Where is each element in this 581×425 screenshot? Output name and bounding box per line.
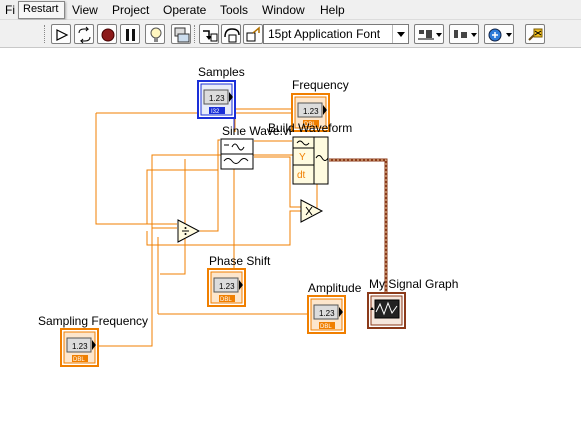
chevron-down-icon xyxy=(392,25,408,43)
frequency-terminal[interactable]: 1.23 DBL xyxy=(291,93,331,136)
amplitude-label: Amplitude xyxy=(308,281,362,295)
svg-text:DBL: DBL xyxy=(73,357,85,363)
svg-text:Y: Y xyxy=(299,152,306,163)
font-select[interactable]: 15pt Application Font xyxy=(263,24,409,44)
amplitude-terminal[interactable]: 1.23 DBL xyxy=(307,295,347,338)
svg-text:I32: I32 xyxy=(211,109,220,115)
pause-icon xyxy=(126,29,135,41)
waveform-graph-terminal-icon xyxy=(367,292,406,329)
distribute-objects-button[interactable] xyxy=(449,24,479,44)
multiply-node[interactable] xyxy=(300,199,324,226)
highlight-execution-button[interactable] xyxy=(145,24,165,44)
retain-wire-values-icon xyxy=(174,27,190,43)
menu-window[interactable]: Window xyxy=(262,3,305,17)
divide-icon xyxy=(177,219,201,243)
distribute-objects-icon xyxy=(454,30,477,38)
align-objects-icon xyxy=(418,30,442,40)
svg-text:1.23: 1.23 xyxy=(72,342,88,351)
samples-label: Samples xyxy=(198,65,245,79)
block-diagram[interactable]: Samples 1.23 I32 Frequency 1.23 DBL Buil… xyxy=(0,49,581,425)
build-waveform-label: Build Waveform xyxy=(268,121,353,135)
phase-shift-terminal[interactable]: 1.23 DBL xyxy=(207,268,247,311)
tooltip: Restart xyxy=(18,1,65,19)
menu-project[interactable]: Project xyxy=(112,3,150,17)
samples-terminal[interactable]: 1.23 I32 xyxy=(197,80,237,123)
dbl-control-terminal-icon: 1.23 DBL xyxy=(60,328,99,367)
dbl-control-terminal-icon: 1.23 DBL xyxy=(207,268,246,307)
highlight-execution-icon xyxy=(150,27,162,42)
svg-text:DBL: DBL xyxy=(220,297,232,303)
toolbar-grip xyxy=(44,25,47,43)
step-over-icon xyxy=(224,28,240,43)
run-button[interactable] xyxy=(51,24,71,44)
multiply-icon xyxy=(300,199,324,223)
menu-file[interactable]: Fi xyxy=(5,3,15,17)
pause-button[interactable] xyxy=(120,24,140,44)
frequency-label: Frequency xyxy=(292,78,349,92)
cleanup-diagram-button[interactable] xyxy=(525,24,545,44)
run-continuously-icon xyxy=(78,26,91,44)
menu-tools[interactable]: Tools xyxy=(220,3,249,17)
sine-wave-label: Sine Wave.vi xyxy=(222,124,292,138)
dbl-control-terminal-icon: 1.23 DBL xyxy=(291,93,330,132)
svg-text:dt: dt xyxy=(297,170,306,181)
step-into-button[interactable] xyxy=(199,24,219,44)
svg-text:DBL: DBL xyxy=(304,122,316,128)
sampling-frequency-terminal[interactable]: 1.23 DBL xyxy=(60,328,100,371)
svg-text:1.23: 1.23 xyxy=(319,309,335,318)
dbl-control-terminal-icon: 1.23 DBL xyxy=(307,295,346,334)
abort-button[interactable] xyxy=(97,24,117,44)
reorder-icon xyxy=(488,28,512,42)
menu-view[interactable]: View xyxy=(72,3,98,17)
build-waveform-node[interactable]: Y dt xyxy=(292,136,330,189)
sampling-frequency-label: Sampling Frequency xyxy=(38,314,149,328)
sine-wave-icon xyxy=(220,138,254,170)
menu-operate[interactable]: Operate xyxy=(163,3,207,17)
svg-text:1.23: 1.23 xyxy=(209,94,225,103)
divide-node[interactable] xyxy=(177,219,201,246)
abort-icon xyxy=(101,28,115,42)
font-select-value: 15pt Application Font xyxy=(268,27,381,41)
toolbar: 15pt Application Font xyxy=(0,20,581,48)
build-waveform-icon: Y dt xyxy=(292,136,329,185)
cleanup-diagram-icon xyxy=(528,28,543,41)
retain-wire-values-button[interactable] xyxy=(171,24,191,44)
step-out-button[interactable] xyxy=(243,24,263,44)
run-continuously-button[interactable] xyxy=(74,24,94,44)
svg-text:DBL: DBL xyxy=(320,324,332,330)
step-over-button[interactable] xyxy=(221,24,241,44)
toolbar-grip xyxy=(194,25,197,43)
phase-shift-label: Phase Shift xyxy=(209,254,271,268)
align-objects-button[interactable] xyxy=(414,24,444,44)
reorder-button[interactable] xyxy=(484,24,514,44)
i32-control-terminal-icon: 1.23 I32 xyxy=(197,80,236,119)
menu-bar: Fi View Project Operate Tools Window Hel… xyxy=(0,0,581,20)
sine-wave-node[interactable] xyxy=(220,138,254,173)
run-icon xyxy=(56,29,69,41)
svg-text:1.23: 1.23 xyxy=(219,282,235,291)
my-signal-graph-label: My Signal Graph xyxy=(369,277,459,291)
step-out-icon xyxy=(246,26,260,42)
svg-text:1.23: 1.23 xyxy=(303,107,319,116)
my-signal-graph-terminal[interactable] xyxy=(367,292,407,333)
menu-help[interactable]: Help xyxy=(320,3,345,17)
step-into-icon xyxy=(203,30,218,42)
